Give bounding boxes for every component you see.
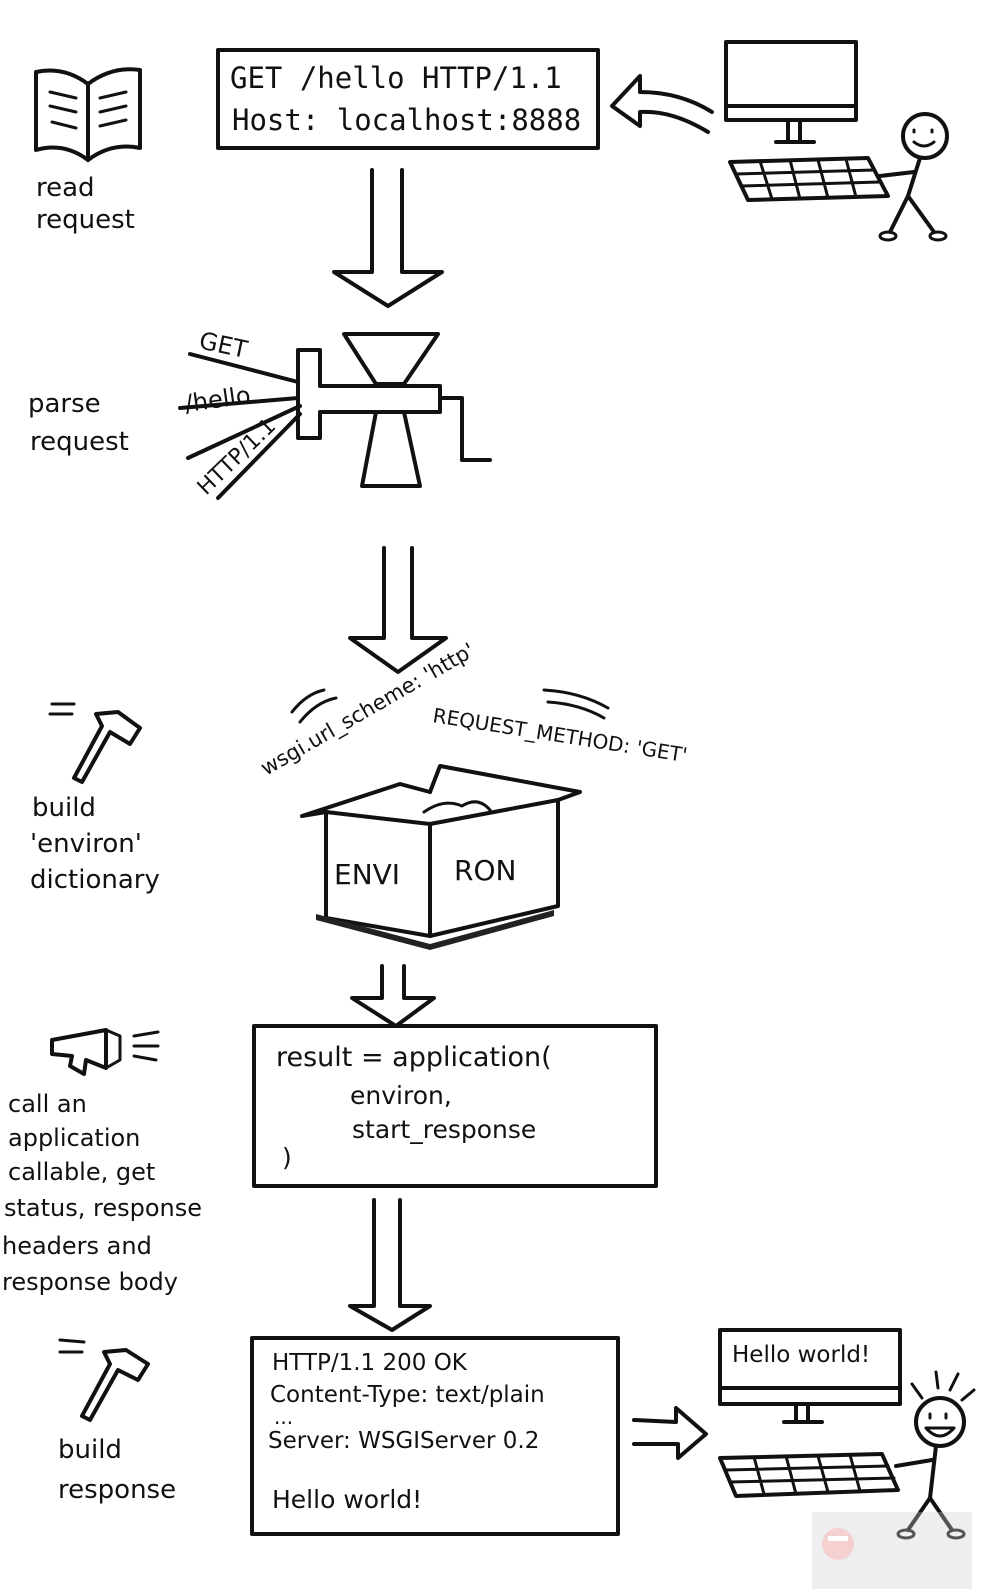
response-line-1: HTTP/1.1 200 OK <box>272 1350 468 1376</box>
computer-monitor-icon <box>724 40 858 144</box>
megaphone-icon <box>50 1028 160 1076</box>
stick-figure-icon <box>878 112 949 242</box>
open-book-icon <box>34 67 142 162</box>
down-arrow-2 <box>348 546 448 674</box>
read-request-label-2: request <box>36 205 135 235</box>
build-environ-label-1: build <box>32 793 96 823</box>
call-app-label-5: headers and <box>2 1232 152 1260</box>
app-call-line-3: start_response <box>352 1115 536 1144</box>
parse-request-label-2: request <box>30 427 129 457</box>
request-box: GET /hello HTTP/1.1 Host: localhost:8888 <box>216 48 600 150</box>
build-response-label-1: build <box>58 1435 122 1465</box>
parser-input-path: /hello <box>183 381 252 418</box>
call-app-label-4: status, response <box>4 1194 202 1222</box>
response-line-3: ... <box>274 1405 293 1429</box>
hammer-icon <box>48 702 142 784</box>
call-app-label-2: application <box>8 1124 140 1152</box>
response-box: HTTP/1.1 200 OK Content-Type: text/plain… <box>250 1336 620 1536</box>
app-call-line-1: result = application( <box>276 1042 552 1073</box>
app-call-line-4: ) <box>282 1143 292 1172</box>
motion-lines-right <box>542 688 610 720</box>
meat-grinder-icon <box>178 332 492 500</box>
build-response-label-2: response <box>58 1475 176 1505</box>
box-label-left: ENVI <box>334 858 400 891</box>
response-line-5: Hello world! <box>272 1485 422 1514</box>
keyboard-icon <box>718 1452 900 1498</box>
down-arrow-3 <box>350 964 436 1028</box>
build-environ-label-2: 'environ' <box>30 829 142 859</box>
parser-input-version: HTTP/1.1 <box>193 414 281 501</box>
box-label-right: RON <box>454 854 516 887</box>
app-call-line-2: environ, <box>350 1081 452 1110</box>
call-app-label-3: callable, get <box>8 1158 155 1186</box>
call-app-label-1: call an <box>8 1090 87 1118</box>
watermark-icon <box>812 1512 972 1589</box>
hammer-icon <box>58 1338 150 1422</box>
computer-monitor-icon: Hello world! <box>718 1328 902 1424</box>
request-line-2: Host: localhost:8888 <box>232 103 581 137</box>
open-box-icon: ENVI RON <box>300 764 582 950</box>
response-line-4: Server: WSGIServer 0.2 <box>268 1428 539 1454</box>
request-line-1: GET /hello HTTP/1.1 <box>230 61 562 95</box>
happy-stick-figure-icon <box>894 1370 976 1540</box>
response-to-client-arrow <box>632 1406 708 1460</box>
response-line-2: Content-Type: text/plain <box>270 1382 545 1408</box>
down-arrow-1 <box>332 168 444 308</box>
motion-lines-left <box>290 688 338 724</box>
call-app-label-6: response body <box>2 1268 178 1296</box>
down-arrow-4 <box>348 1198 432 1332</box>
parse-request-label-1: parse <box>28 389 101 419</box>
read-request-label-1: read <box>36 173 95 203</box>
keyboard-icon <box>728 156 890 202</box>
build-environ-label-3: dictionary <box>30 865 160 895</box>
browser-screen-text: Hello world! <box>732 1342 870 1368</box>
application-call-box: result = application( environ, start_res… <box>252 1024 658 1188</box>
environ-key-method: REQUEST_METHOD: 'GET' <box>431 703 689 767</box>
client-to-request-arrow <box>610 74 714 134</box>
